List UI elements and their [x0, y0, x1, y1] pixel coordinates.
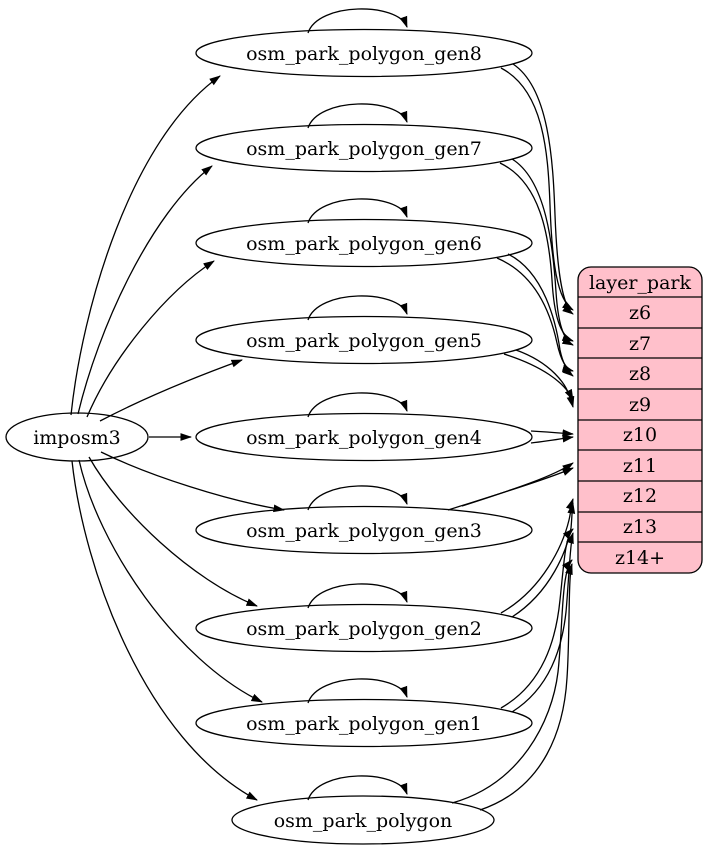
gen7-label: osm_park_polygon_gen7: [246, 138, 482, 160]
edge-imposm3-gen1: [78, 459, 263, 703]
node-imposm3: imposm3: [5, 412, 149, 462]
edge-imposm3-gen5: [99, 359, 243, 422]
layer-park-record: layer_park z6 z7 z8 z9 z10 z11 z12 z13 z…: [577, 266, 703, 574]
gen4-ellipse: [195, 412, 533, 462]
gen4-label: osm_park_polygon_gen4: [246, 427, 482, 449]
edge-gen1-z13-b: [511, 532, 574, 713]
self-loop-osm-park-polygon: [307, 775, 408, 801]
layer-park-row-z6: z6: [629, 302, 651, 324]
edges-from-source: [70, 75, 285, 801]
edge-gen4-z10-b: [530, 434, 574, 444]
edge-gen8-z6-b: [512, 63, 574, 315]
node-osm-park-polygon-gen1: osm_park_polygon_gen1: [195, 698, 533, 748]
node-osm-park-polygon-gen8: osm_park_polygon_gen8: [195, 28, 533, 78]
edge-gen4-z10-a: [530, 429, 574, 438]
self-loop-gen7: [307, 103, 408, 129]
edges-to-layer: [447, 63, 576, 811]
self-loop-gen6: [307, 198, 408, 224]
self-loop-gen8: [307, 8, 408, 34]
edge-gen3-z11-a: [447, 467, 574, 511]
gen8-ellipse: [195, 28, 533, 78]
gen1-ellipse: [195, 698, 533, 748]
self-loops: [307, 8, 408, 801]
edge-imposm3-gen2: [88, 456, 258, 607]
node-osm-park-polygon-gen7: osm_park_polygon_gen7: [195, 123, 533, 173]
node-osm-park-polygon-gen6: osm_park_polygon_gen6: [195, 218, 533, 268]
gen3-ellipse: [195, 505, 533, 555]
layer-park-row-z8: z8: [629, 363, 651, 385]
layer-park-row-z14: z14+: [615, 547, 665, 569]
layer-park-row-z7: z7: [629, 333, 651, 355]
node-osm-park-polygon-gen3: osm_park_polygon_gen3: [195, 505, 533, 555]
edge-osm-park-polygon-z14-a: [451, 559, 573, 804]
node-osm-park-polygon-gen5: osm_park_polygon_gen5: [195, 315, 533, 365]
layer-park-row-z9: z9: [629, 394, 651, 416]
layer-park-row-z11: z11: [623, 455, 657, 477]
gen1-label: osm_park_polygon_gen1: [246, 713, 482, 735]
imposm3-ellipse: [5, 412, 149, 462]
layer-park-header: layer_park: [589, 272, 692, 294]
gen5-ellipse: [195, 315, 533, 365]
edge-imposm3-gen7: [77, 165, 213, 415]
gen2-ellipse: [195, 603, 533, 653]
imposm3-label: imposm3: [33, 427, 121, 449]
layer-park-row-z12: z12: [623, 485, 657, 507]
gen8-label: osm_park_polygon_gen8: [246, 43, 482, 65]
node-osm-park-polygon: osm_park_polygon: [231, 795, 495, 845]
edge-gen5-z9-b: [515, 349, 575, 408]
gen6-label: osm_park_polygon_gen6: [246, 233, 482, 255]
edge-imposm3-gen6: [86, 260, 215, 418]
node-osm-park-polygon-gen4: osm_park_polygon_gen4: [195, 412, 533, 462]
edge-imposm3-gen3: [100, 451, 285, 513]
gen3-label: osm_park_polygon_gen3: [246, 520, 482, 542]
osm-park-polygon-ellipse: [231, 795, 495, 845]
edge-gen6-z8-a: [496, 257, 574, 372]
gen6-ellipse: [195, 218, 533, 268]
gen7-ellipse: [195, 123, 533, 173]
self-loop-gen1: [307, 678, 408, 704]
edge-imposm3-osm-park-polygon: [71, 460, 258, 801]
edge-gen7-z7-b: [511, 158, 574, 346]
osm-park-polygon-label: osm_park_polygon: [274, 810, 453, 832]
edge-gen8-z6-a: [500, 67, 574, 311]
edge-gen6-z8-b: [507, 253, 574, 377]
layer-park-row-z10: z10: [623, 424, 657, 446]
self-loop-gen4: [307, 392, 408, 418]
edge-gen3-z11-b: [461, 462, 574, 507]
self-loop-gen3: [307, 485, 408, 511]
edge-osm-park-polygon-z14-b: [479, 563, 573, 811]
node-osm-park-polygon-gen2: osm_park_polygon_gen2: [195, 603, 533, 653]
gen5-label: osm_park_polygon_gen5: [246, 330, 482, 352]
gen2-label: osm_park_polygon_gen2: [246, 618, 482, 640]
self-loop-gen2: [307, 583, 408, 609]
self-loop-gen5: [307, 295, 408, 321]
edge-imposm3-gen8: [70, 75, 221, 416]
layer-park-row-z13: z13: [623, 516, 657, 538]
